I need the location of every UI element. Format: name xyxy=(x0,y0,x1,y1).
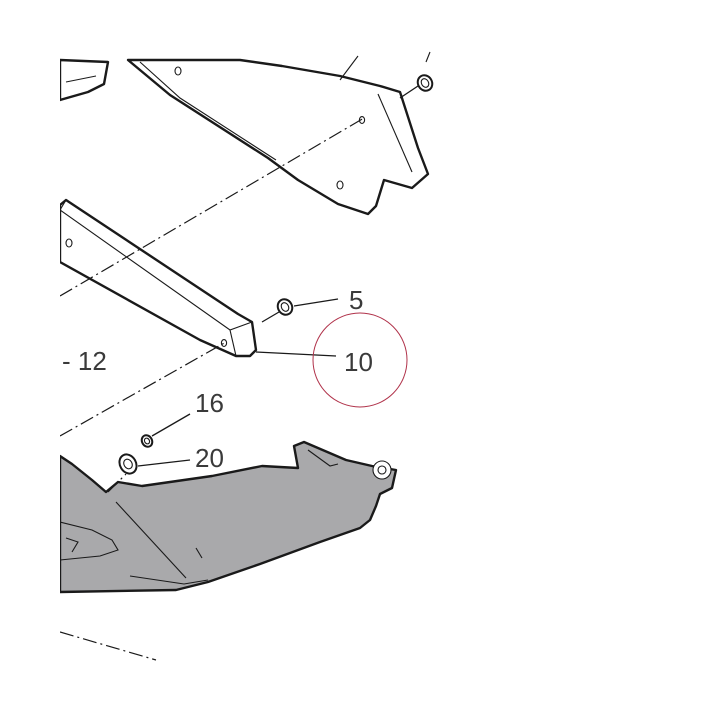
top-left-partial-part xyxy=(60,58,110,102)
upper-bracket xyxy=(126,51,431,216)
middle-bar-part-10 xyxy=(60,198,258,358)
top-washer xyxy=(399,74,434,99)
callout-12: - 12 xyxy=(62,346,107,376)
callout-5: 5 xyxy=(349,285,363,315)
callout-10: 10 xyxy=(344,347,373,377)
middle-bar-hole-2 xyxy=(220,339,228,347)
washer-part-20 xyxy=(118,453,138,475)
lower-part-boss xyxy=(372,460,392,480)
lower-dark-part xyxy=(60,440,398,594)
upper-bracket-hole-2 xyxy=(336,180,344,190)
callout-16: 16 xyxy=(195,388,224,418)
washer-part-5 xyxy=(261,298,294,323)
callout-leaders xyxy=(137,298,339,467)
middle-bar-hole-1 xyxy=(65,238,73,248)
assembly-centerlines xyxy=(60,117,365,661)
callout-20: 20 xyxy=(195,443,224,473)
highlight-circle xyxy=(312,312,408,408)
upper-bracket-hole-1 xyxy=(174,66,182,76)
bushing-part-16 xyxy=(140,434,154,448)
